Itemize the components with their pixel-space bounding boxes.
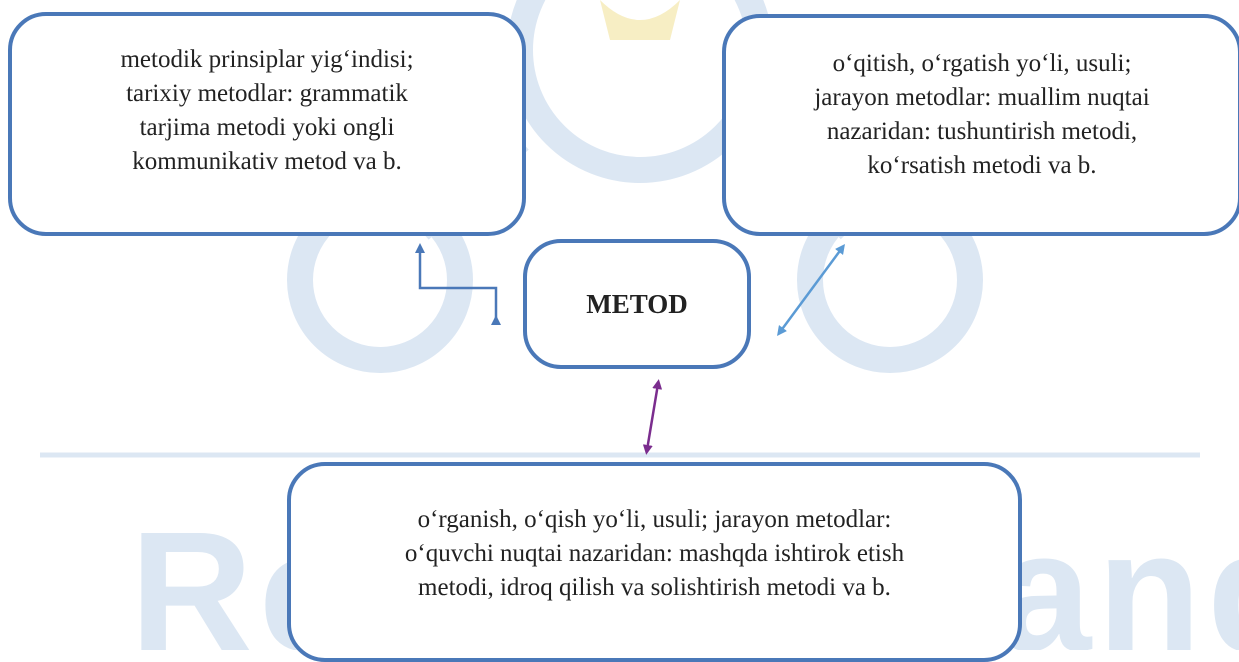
bottom-concept-box: o‘rganish, o‘qish yo‘li, usuli; jarayon … — [287, 462, 1022, 662]
watermark-bulb-icon — [600, 0, 680, 40]
center-concept-box: METOD — [523, 239, 751, 369]
right-concept-box: o‘qitish, o‘rgatish yo‘li, usuli; jarayo… — [722, 14, 1239, 236]
bottom-concept-text: o‘rganish, o‘qish yo‘li, usuli; jarayon … — [404, 506, 905, 601]
left-concept-text: metodik prinsiplar yig‘indisi; tarixiy m… — [120, 46, 414, 175]
center-concept-label: METOD — [586, 289, 688, 319]
right-concept-text: o‘qitish, o‘rgatish yo‘li, usuli; jarayo… — [814, 50, 1150, 179]
left-concept-box: metodik prinsiplar yig‘indisi; tarixiy m… — [8, 12, 526, 236]
